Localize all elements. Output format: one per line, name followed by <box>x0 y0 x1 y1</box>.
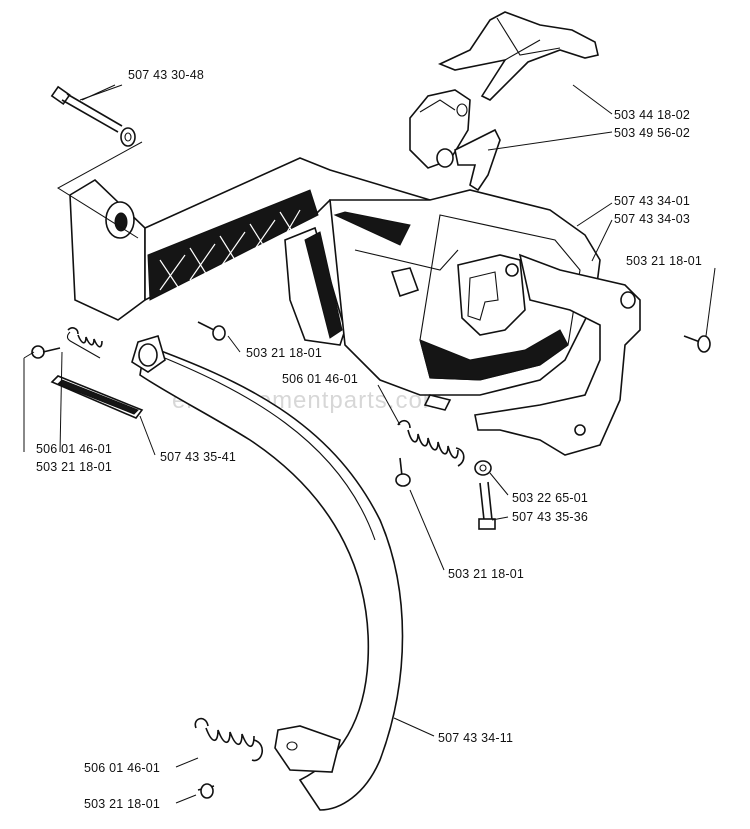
screw-part-lower <box>395 457 411 487</box>
label-latch: 503 49 56-02 <box>614 126 690 140</box>
spring-part-mid <box>397 419 465 467</box>
label-bolt-top: 507 43 30-48 <box>128 68 204 82</box>
part-labels: 507 43 30-48 503 44 18-02 503 49 56-02 5… <box>36 68 702 811</box>
screw-part-left <box>31 345 61 359</box>
handle-part <box>131 335 404 811</box>
label-pad: 507 43 35-41 <box>160 450 236 464</box>
leader-lines <box>23 84 716 804</box>
latch-part <box>409 89 501 192</box>
screw-part-mid <box>197 321 226 341</box>
washer-part <box>474 460 492 476</box>
label-screw-right: 503 21 18-01 <box>626 254 702 268</box>
spring-part-left <box>66 327 103 359</box>
pad-part <box>50 375 144 419</box>
label-lever-top: 503 44 18-02 <box>614 108 690 122</box>
bolt-part <box>50 85 136 147</box>
label-housing-b: 507 43 34-03 <box>614 212 690 226</box>
label-screw-bottom: 503 21 18-01 <box>84 797 160 811</box>
label-bolt-lower: 507 43 35-36 <box>512 510 588 524</box>
label-washer: 503 22 65-01 <box>512 491 588 505</box>
spring-part-bottom <box>194 717 263 762</box>
lever-part <box>437 11 599 101</box>
label-spring-bottom: 506 01 46-01 <box>84 761 160 775</box>
label-handle: 507 43 34-11 <box>438 731 513 745</box>
label-screw-lower: 503 21 18-01 <box>448 567 524 581</box>
label-spring-left: 506 01 46-01 <box>36 442 112 456</box>
screw-part-right <box>683 335 711 353</box>
lower-bolt-part <box>478 481 496 530</box>
screw-part-bottom <box>197 783 215 799</box>
label-screw-mid: 503 21 18-01 <box>246 346 322 360</box>
label-housing-a: 507 43 34-01 <box>614 194 690 208</box>
label-screw-left: 503 21 18-01 <box>36 460 112 474</box>
label-spring-mid: 506 01 46-01 <box>282 372 358 386</box>
housing-part <box>69 157 641 456</box>
